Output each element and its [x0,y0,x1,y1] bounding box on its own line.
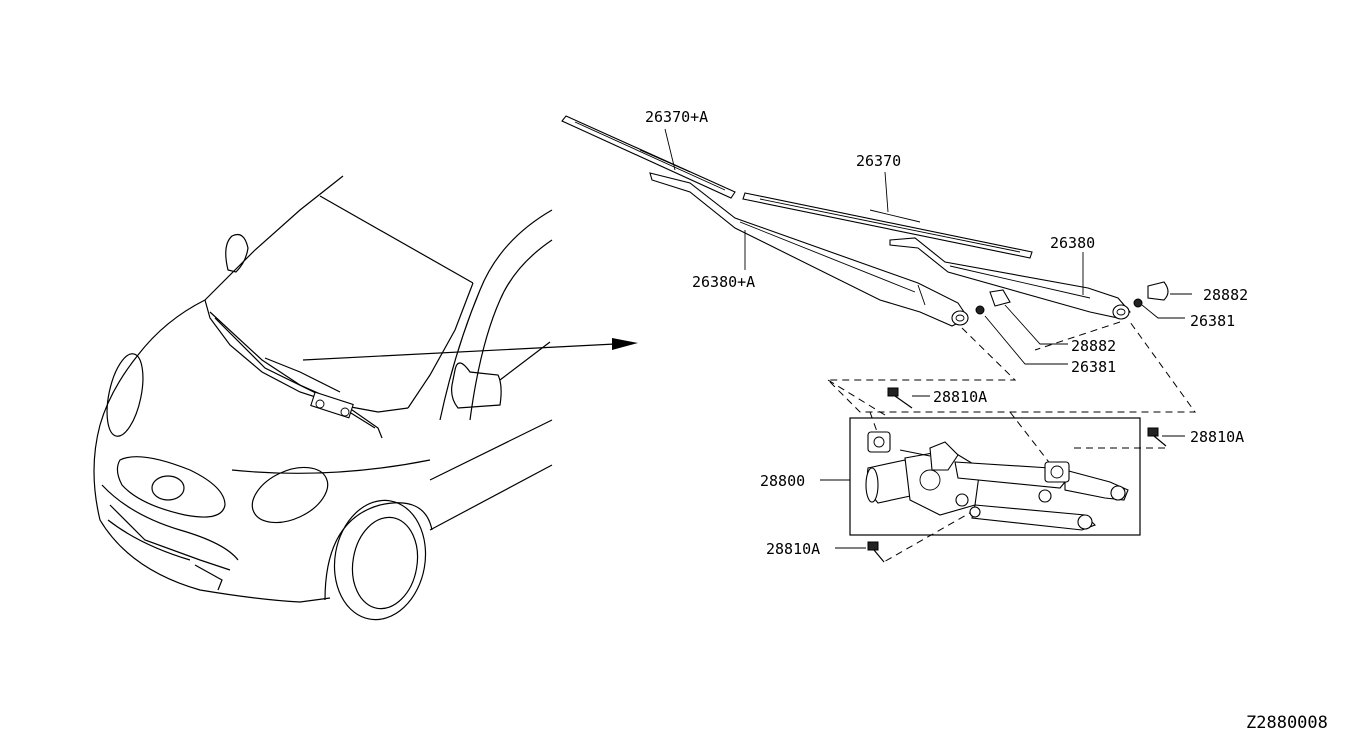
label-arm-left: 26380+A [692,273,755,291]
figure-code: Z2880008 [1246,713,1328,733]
label-blade-left: 26370+A [645,108,708,126]
bolt-top [887,387,913,409]
arm-right [889,237,1131,320]
car-illustration [93,175,638,621]
cap-right [1147,281,1169,301]
label-cap-left: 28882 [1071,337,1116,355]
motor-assembly [849,417,1141,536]
label-motor-assembly: 28800 [760,472,805,490]
label-nut-right: 26381 [1190,312,1235,330]
bolt-right [1147,427,1167,447]
label-arm-right: 26380 [1050,234,1095,252]
label-bolt-bottom: 28810A [766,540,820,558]
label-bolt-top: 28810A [933,388,987,406]
assembly-lines [826,321,1196,564]
bolt-bottom [867,541,885,563]
nut-right [1133,298,1143,308]
blade-right [742,192,1033,259]
label-bolt-right: 28810A [1190,428,1244,446]
label-cap-right: 28882 [1203,286,1248,304]
leader-lines [664,128,1192,549]
arm-left [649,172,969,327]
nut-left [975,305,985,315]
label-blade-right: 26370 [856,152,901,170]
label-nut-left: 26381 [1071,358,1116,376]
cap-left [989,289,1011,307]
blade-left [561,115,736,199]
